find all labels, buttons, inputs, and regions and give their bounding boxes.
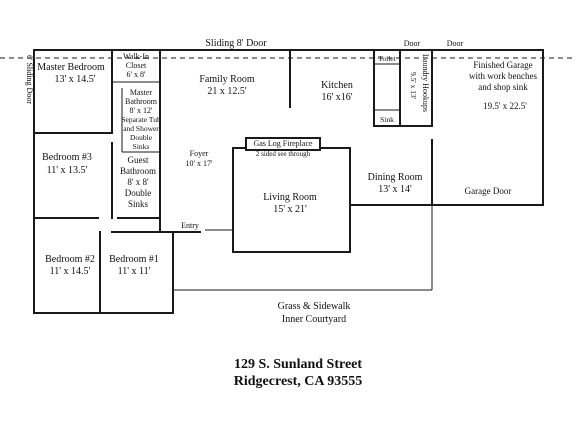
label-guest-bath-2: Bathroom xyxy=(120,166,156,176)
label-walkin-dim: 6' x 8' xyxy=(127,70,146,79)
fireplace xyxy=(245,137,321,151)
label-laundry: Laundry Hookups xyxy=(421,54,430,112)
label-bedroom2: Bedroom #2 xyxy=(45,254,95,265)
label-dining-room-dim: 13' x 14' xyxy=(378,184,412,195)
label-toilet: Toilet xyxy=(378,54,396,63)
label-garage-door: Garage Door xyxy=(465,186,512,196)
label-walkin-1: Walk-In xyxy=(123,52,149,61)
label-master-bath-dim: 8' x 12' xyxy=(130,106,153,115)
label-dining-room: Dining Room xyxy=(368,172,423,183)
label-foyer-dim: 10' x 17' xyxy=(186,159,213,168)
label-courtyard-2: Inner Courtyard xyxy=(282,314,346,325)
label-bedroom3-dim: 11' x 13.5' xyxy=(47,165,88,176)
label-garage-3: and shop sink xyxy=(478,82,528,92)
label-garage-dim: 19.5' x 22.5' xyxy=(483,101,527,111)
label-master-bath-3: Separate Tub xyxy=(121,115,161,124)
label-kitchen-dim: 16' x16' xyxy=(321,92,352,103)
label-master-bedroom: Master Bedroom xyxy=(37,62,105,73)
label-door-2: Door xyxy=(447,39,464,48)
label-fireplace-1: Gas Log Fireplace xyxy=(253,139,313,148)
label-kitchen: Kitchen xyxy=(321,80,353,91)
label-guest-bath-dim: 8' x 8' xyxy=(127,177,149,187)
label-living-room-dim: 15' x 21' xyxy=(273,204,307,215)
label-foyer: Foyer xyxy=(190,149,209,158)
label-master-bath-4: and Shower xyxy=(123,124,159,133)
label-family-room-dim: 21 x 12.5' xyxy=(207,86,247,97)
address-street: 129 S. Sunland Street xyxy=(234,357,362,372)
label-courtyard-1: Grass & Sidewalk xyxy=(278,301,351,312)
label-guest-bath-4: Sinks xyxy=(128,199,149,209)
label-laundry-dim: 9.5' x 13' xyxy=(409,72,418,100)
label-fireplace-2: 2 sided see through xyxy=(256,150,311,158)
label-family-room: Family Room xyxy=(199,74,255,85)
label-bedroom2-dim: 11' x 14.5' xyxy=(50,266,91,277)
label-bedroom1: Bedroom #1 xyxy=(109,254,159,265)
label-door-1: Door xyxy=(404,39,421,48)
label-bedroom3: Bedroom #3 xyxy=(42,152,92,163)
label-sink: Sink xyxy=(380,115,394,124)
label-entry: Entry xyxy=(181,221,199,230)
label-garage-2: with work benches xyxy=(469,71,537,81)
label-guest-bath-3: Double xyxy=(125,188,152,198)
label-master-bath-5: Double xyxy=(130,133,153,142)
label-sliding-door-left: 6' Sliding Door xyxy=(25,55,34,104)
label-master-bath-2: Bathroom xyxy=(125,97,158,106)
label-master-bath-6: Sinks xyxy=(133,142,150,151)
address-city: Ridgecrest, CA 93555 xyxy=(234,374,362,389)
label-guest-bath-1: Guest xyxy=(128,155,149,165)
label-garage-1: Finished Garage xyxy=(473,60,532,70)
label-walkin-2: Closet xyxy=(126,61,147,70)
label-master-bath-1: Master xyxy=(130,88,153,97)
label-living-room: Living Room xyxy=(263,192,317,203)
label-sliding-door-top: Sliding 8' Door xyxy=(205,38,267,49)
label-bedroom1-dim: 11' x 11' xyxy=(118,266,151,277)
label-master-bedroom-dim: 13' x 14.5' xyxy=(54,74,95,85)
